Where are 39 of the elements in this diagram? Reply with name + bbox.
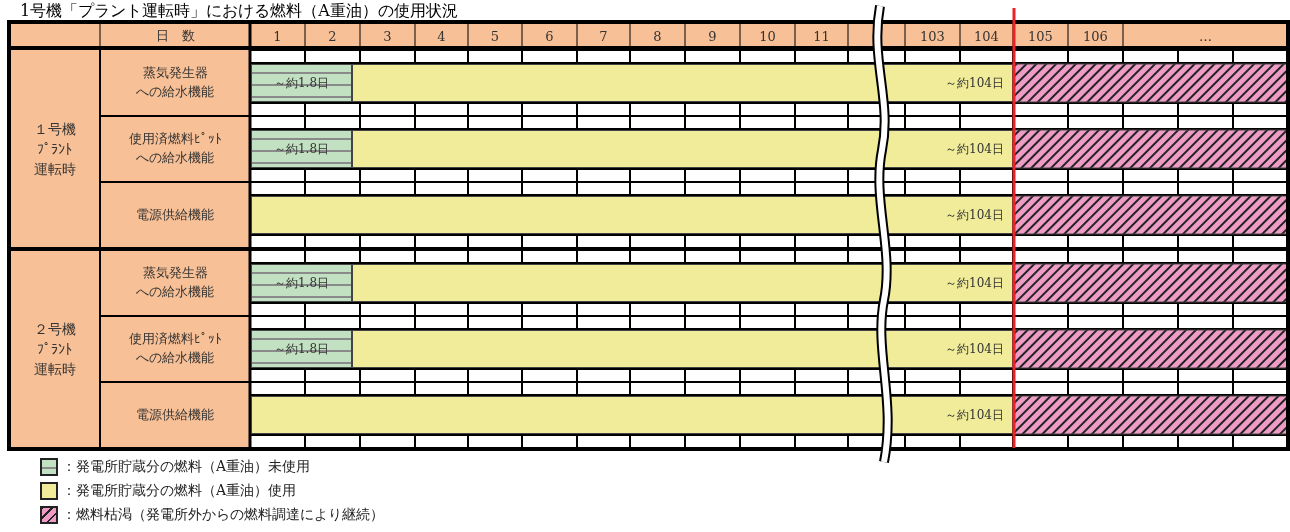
row-header: 使用済燃料ﾋﾟｯﾄへの給水機能 bbox=[127, 130, 223, 167]
striped-bar: ～約1.8日 bbox=[251, 330, 352, 368]
striped-bar: ～約1.8日 bbox=[251, 64, 352, 102]
row-header: 蒸気発生器への給水機能 bbox=[135, 64, 215, 101]
column-header: 日 数 bbox=[154, 27, 196, 45]
legend-text: ：発電所貯蔵分の燃料（A重油）未使用 bbox=[62, 458, 311, 476]
column-header: 2 bbox=[327, 27, 338, 46]
column-header: 106 bbox=[1082, 27, 1109, 46]
row-header: 使用済燃料ﾋﾟｯﾄへの給水機能 bbox=[127, 330, 223, 367]
striped-bar: ～約1.8日 bbox=[251, 130, 352, 168]
column-header: 104 bbox=[973, 27, 1000, 46]
column-header: 10 bbox=[758, 27, 777, 46]
column-header: 4 bbox=[436, 27, 447, 46]
fuel-bar: ～約104日 bbox=[251, 396, 1013, 434]
column-header: 11 bbox=[812, 27, 831, 46]
column-header: 9 bbox=[707, 27, 718, 46]
legend-text: ：燃料枯渇（発電所外からの燃料調達により継続） bbox=[62, 506, 384, 524]
title: 1号機「プラント運転時」における燃料（A重油）の使用状況 bbox=[20, 1, 458, 20]
column-header: 1 bbox=[272, 27, 283, 46]
column-header: 5 bbox=[489, 27, 501, 46]
fuel-bar: ～約104日 bbox=[352, 264, 1013, 302]
row-group-header: １号機ﾌﾟﾗﾝﾄ運転時 bbox=[32, 119, 77, 180]
fuel-bar: ～約104日 bbox=[251, 196, 1013, 234]
column-header: 8 bbox=[652, 27, 663, 46]
fuel-bar: ～約104日 bbox=[352, 64, 1013, 102]
fuel-bar: ～約104日 bbox=[352, 130, 1013, 168]
row-header: 蒸気発生器への給水機能 bbox=[135, 264, 215, 301]
row-header: 電源供給機能 bbox=[135, 405, 215, 424]
fuel-bar: ～約104日 bbox=[352, 330, 1013, 368]
striped-bar: ～約1.8日 bbox=[251, 264, 352, 302]
row-header: 電源供給機能 bbox=[135, 205, 215, 224]
row-group-header: ２号機ﾌﾟﾗﾝﾄ運転時 bbox=[32, 319, 77, 380]
column-header: 105 bbox=[1027, 27, 1054, 46]
column-header: 6 bbox=[544, 27, 555, 46]
legend-text: ：発電所貯蔵分の燃料（A重油）使用 bbox=[62, 482, 297, 500]
column-header: 3 bbox=[382, 27, 393, 46]
column-header: … bbox=[1198, 27, 1213, 46]
column-header: 103 bbox=[919, 27, 946, 46]
column-header: 7 bbox=[598, 27, 609, 46]
